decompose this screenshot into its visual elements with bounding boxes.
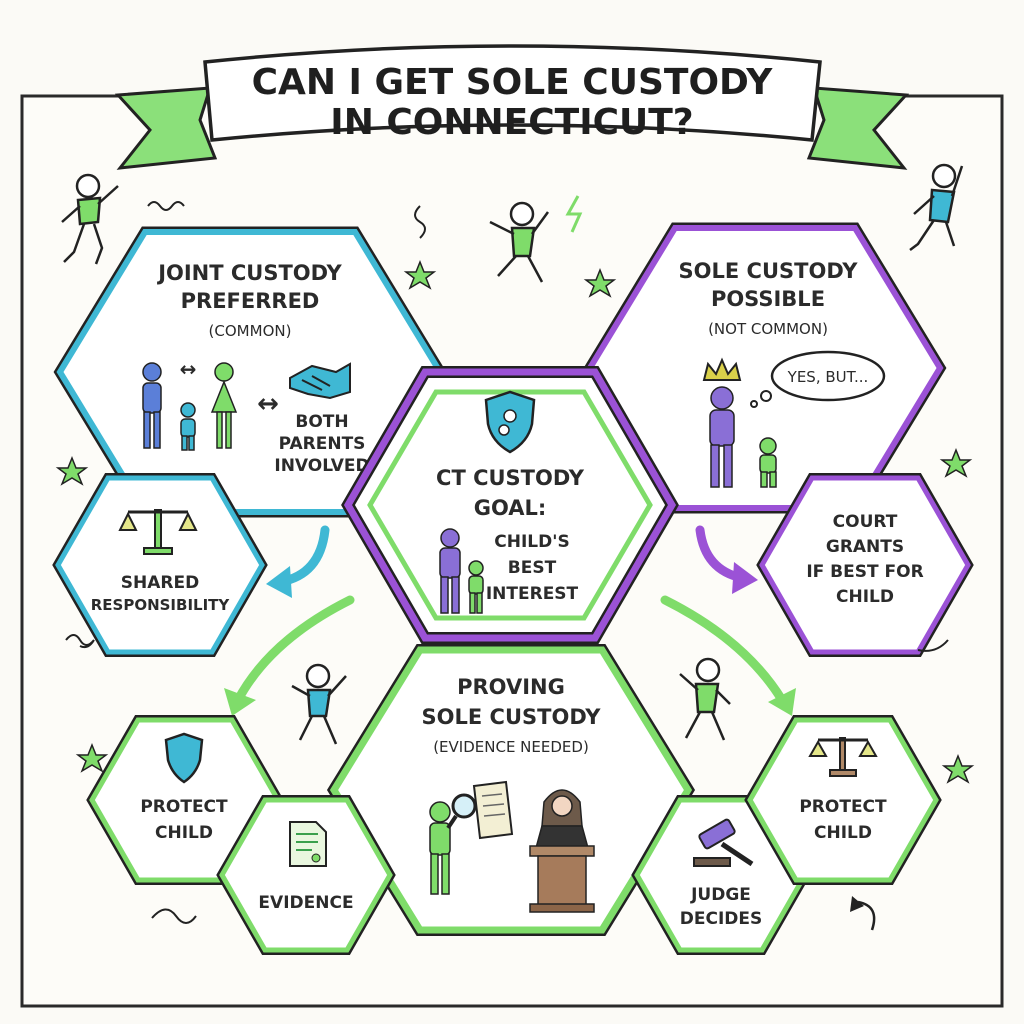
proving-line-1: PROVING (457, 675, 565, 699)
hex-evidence: EVIDENCE (216, 795, 396, 955)
hex-proving-sole-custody: PROVING SOLE CUSTODY (EVIDENCE NEEDED) (326, 644, 696, 936)
goal-line-3: CHILD'S (494, 532, 569, 552)
jumping-figure (679, 657, 731, 741)
decorative-stars (55, 259, 975, 784)
judge-line-2: DECIDES (680, 909, 763, 929)
decorative-squiggles (65, 201, 949, 924)
protect-right-line-1: PROTECT (799, 797, 887, 817)
hex-custody-goal: CT CUSTODY GOAL: CHILD'S BEST INTEREST (341, 366, 679, 644)
shared-line-1: SHARED (121, 573, 199, 593)
evidence-label: EVIDENCE (258, 893, 353, 913)
protect-right-line-2: CHILD (814, 823, 872, 843)
jumping-figure (61, 173, 119, 265)
judge-icon (529, 789, 595, 913)
parent-child-icon (709, 386, 777, 488)
judge-line-1: JUDGE (690, 885, 751, 905)
joint-note: (COMMON) (209, 322, 292, 340)
lightning-icon (565, 195, 583, 233)
goal-line-4: BEST (508, 558, 557, 578)
jumping-figure (909, 163, 964, 251)
document-icon (289, 821, 327, 867)
double-arrow-icon: ↔ (180, 357, 197, 381)
handshake-icon (289, 362, 351, 400)
protect-left-line-1: PROTECT (140, 797, 228, 817)
curved-arrow-doodle (857, 900, 876, 931)
goal-line-5: INTEREST (486, 584, 579, 604)
arrow-to-protect-right (660, 595, 787, 705)
hex-judge-decides: JUDGE DECIDES (631, 795, 811, 955)
title-banner: CAN I GET SOLE CUSTODY IN CONNECTICUT? (114, 44, 910, 170)
hex-protect-child-right: PROTECT CHILD (744, 715, 942, 885)
protect-left-line-2: CHILD (155, 823, 213, 843)
shield-icon (164, 732, 204, 784)
court-line-2: GRANTS (826, 537, 904, 557)
proving-line-2: SOLE CUSTODY (422, 705, 602, 729)
hex-protect-child-left: PROTECT CHILD (86, 715, 284, 885)
court-line-3: IF BEST FOR (806, 562, 923, 582)
double-arrow-icon: ↔ (257, 389, 279, 419)
thought-bubble: YES, BUT... (750, 350, 886, 408)
hex-shared-responsibility: SHARED RESPONSIBILITY (52, 473, 268, 657)
joint-title-2: PREFERRED (181, 289, 320, 313)
gavel-icon (693, 818, 754, 867)
sole-title-2: POSSIBLE (711, 287, 825, 311)
proving-note: (EVIDENCE NEEDED) (433, 738, 589, 756)
crown-icon (702, 357, 742, 381)
title-line-1: CAN I GET SOLE CUSTODY (252, 62, 774, 103)
both-parents-3: INVOLVED (274, 456, 369, 476)
scales-icon (808, 737, 878, 777)
both-parents-1: BOTH (295, 412, 348, 432)
court-line-4: CHILD (836, 587, 894, 607)
document-scroll-icon (472, 780, 514, 840)
goal-line-2: GOAL: (474, 496, 547, 520)
sole-title-1: SOLE CUSTODY (679, 259, 859, 283)
arrow-to-protect-left (233, 595, 355, 705)
hex-court-grants: COURT GRANTS IF BEST FOR CHILD (756, 473, 974, 657)
shared-line-2: RESPONSIBILITY (91, 596, 231, 614)
thought-bubble-text: YES, BUT... (787, 368, 869, 386)
hex-sole-custody: SOLE CUSTODY POSSIBLE (NOT COMMON) YES, … (583, 222, 947, 514)
jumping-figure (291, 663, 347, 745)
goal-line-1: CT CUSTODY (436, 466, 585, 490)
joint-title-1: JOINT CUSTODY (156, 261, 342, 285)
both-parents-2: PARENTS (279, 434, 366, 454)
family-icon (142, 362, 238, 451)
sole-note: (NOT COMMON) (708, 320, 828, 338)
person-magnifier-icon (429, 793, 477, 895)
parent-child-icon (439, 528, 484, 614)
court-line-1: COURT (833, 512, 898, 532)
title-line-2: IN CONNECTICUT? (330, 102, 693, 143)
jumping-figure (489, 201, 550, 283)
scales-icon (118, 509, 198, 555)
